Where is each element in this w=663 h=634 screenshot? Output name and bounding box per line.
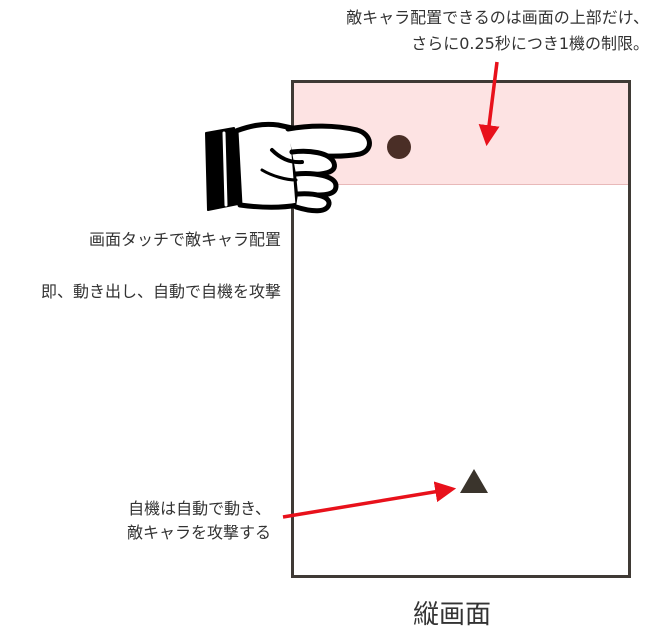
player-triangle-icon xyxy=(460,469,488,493)
touch-note: 画面タッチで敵キャラ配置 xyxy=(88,230,281,249)
screen-caption: 縦画面 xyxy=(413,600,492,630)
enemy-dot-icon xyxy=(387,135,411,159)
top-note-line1: 敵キャラ配置できるのは画面の上部だけ、 xyxy=(346,8,649,27)
player-note-line2: 敵キャラを攻撃する xyxy=(126,523,271,542)
top-note-line2: さらに0.25秒につき1機の制限。 xyxy=(411,34,649,53)
arrow-to-spawn-zone xyxy=(478,61,500,147)
player-note-line1: 自機は自動で動き、 xyxy=(128,499,271,518)
pointing-hand-icon xyxy=(205,121,372,214)
attack-note: 即、動き出し、自動で自機を攻撃 xyxy=(40,282,281,301)
arrow-to-player xyxy=(282,481,457,519)
portrait-screen xyxy=(291,80,631,578)
